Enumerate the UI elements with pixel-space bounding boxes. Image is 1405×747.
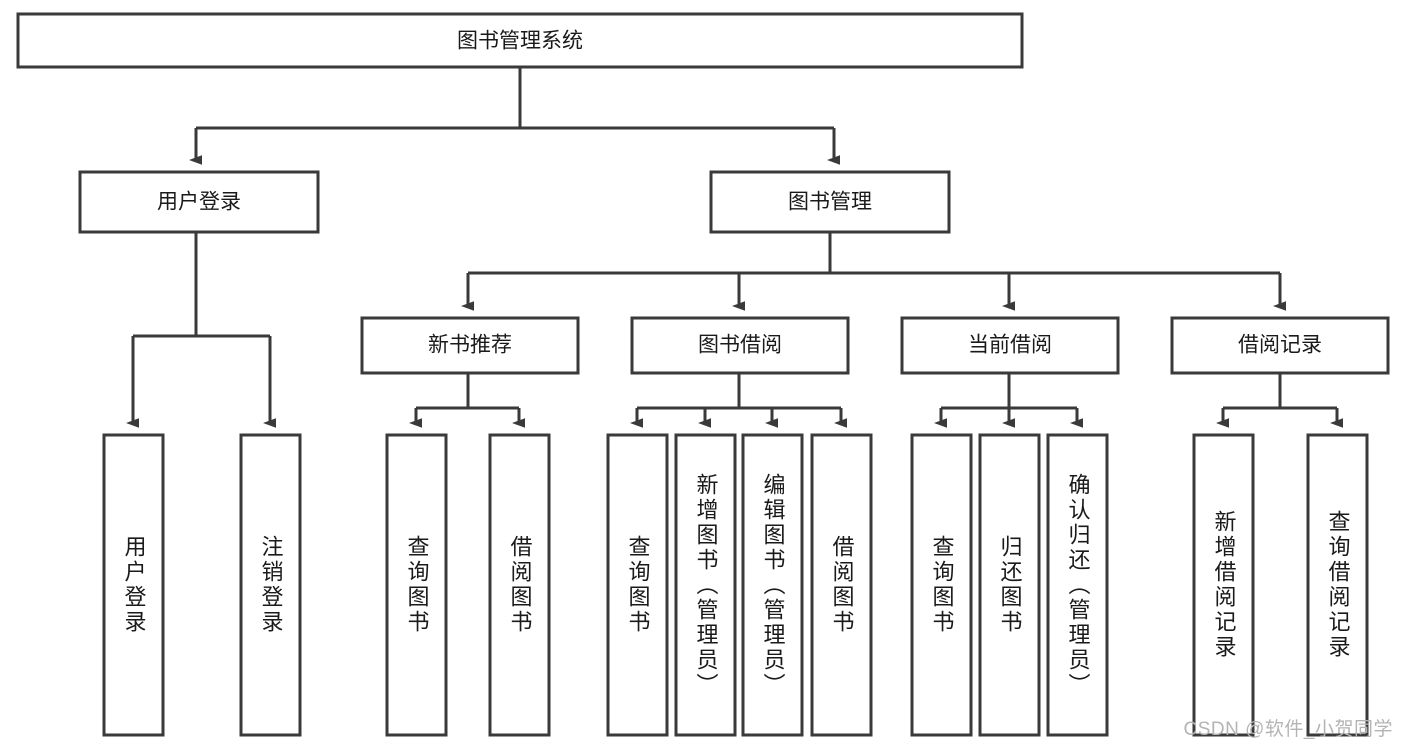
node-book-manage-label: 图书管理 <box>788 191 872 214</box>
connector-currentborrow-to-leaves <box>934 373 1083 428</box>
connector-bookmanage-to-level3 <box>461 232 1286 311</box>
node-book-manage[interactable]: 图书管理 <box>709 170 951 234</box>
csdn-watermark: CSDN @软件_小贺同学 <box>1183 719 1393 740</box>
connector-borrowrecord-to-leaves <box>1216 373 1343 428</box>
node-book-borrow[interactable]: 图书借阅 <box>630 316 850 375</box>
node-book-borrow-label: 图书借阅 <box>698 334 782 357</box>
node-leaf-add-record[interactable] <box>1192 433 1255 737</box>
node-leaf-query-book-1[interactable] <box>385 433 448 737</box>
node-leaf-user-login[interactable] <box>102 433 165 737</box>
node-current-borrow[interactable]: 当前借阅 <box>900 316 1120 375</box>
node-user-login-label: 用户登录 <box>157 191 241 214</box>
node-leaf-borrow-book-2[interactable] <box>810 433 873 737</box>
connector-bookborrow-to-leaves <box>630 373 847 428</box>
node-user-login[interactable]: 用户登录 <box>78 170 320 234</box>
node-root[interactable]: 图书管理系统 <box>16 12 1024 69</box>
node-new-book-recommend-label: 新书推荐 <box>428 334 512 357</box>
node-borrow-record-label: 借阅记录 <box>1238 334 1322 357</box>
node-leaf-confirm-return[interactable] <box>1046 433 1109 737</box>
node-leaf-query-record[interactable] <box>1306 433 1369 737</box>
node-leaf-query-book-3[interactable] <box>910 433 973 737</box>
connector-newbook-to-leaves <box>409 373 525 428</box>
node-borrow-record[interactable]: 借阅记录 <box>1170 316 1390 375</box>
connector-userlogin-to-leaves <box>126 232 276 428</box>
node-new-book-recommend[interactable]: 新书推荐 <box>360 316 580 375</box>
node-current-borrow-label: 当前借阅 <box>968 334 1052 357</box>
node-leaf-return-book[interactable] <box>978 433 1041 737</box>
node-leaf-borrow-book-1[interactable] <box>488 433 551 737</box>
node-leaf-query-book-2[interactable] <box>606 433 669 737</box>
leaf-boxes <box>102 433 1369 737</box>
node-leaf-add-book[interactable] <box>674 433 737 737</box>
node-leaf-user-logout[interactable] <box>239 433 302 737</box>
connector-root-to-level2 <box>189 67 840 165</box>
node-root-label: 图书管理系统 <box>457 30 583 53</box>
node-leaf-edit-book[interactable] <box>741 433 804 737</box>
